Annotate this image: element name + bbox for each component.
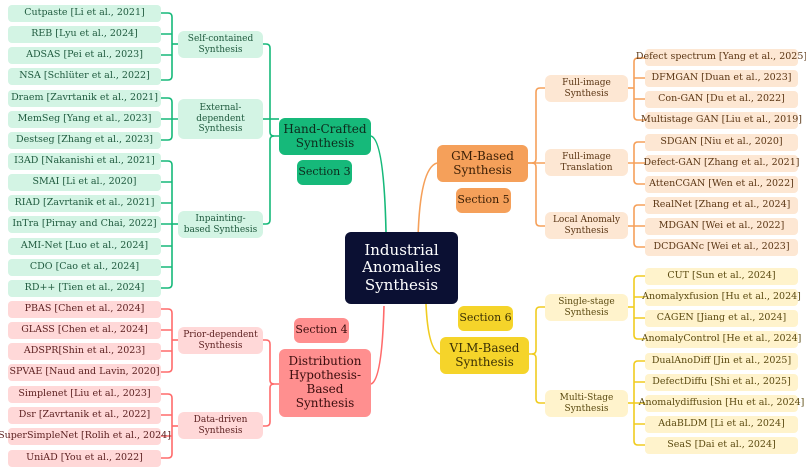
leaf-glass: GLASS [Chen et al., 2024] [8,322,161,339]
leaf-dsr: Dsr [Zavrtanik et al., 2022] [8,407,161,424]
leaf-smai: SMAI [Li et al., 2020] [8,174,161,191]
leaf-seas: SeaS [Dai et al., 2024] [645,437,798,454]
leaf-anomalydiffusion: Anomalydiffusion [Hu et al., 2024] [639,395,804,412]
leaf-cut: CUT [Sun et al., 2024] [645,268,798,285]
leaf-spvae: SPVAE [Naud and Lavin, 2020] [8,364,161,381]
leaf-sdgan: SDGAN [Niu et al., 2020] [645,134,798,151]
group-single-stage: Single-stage Synthesis [545,294,628,321]
leaf-reb: REB [Lyu et al., 2024] [8,26,161,43]
leaf-riad: RIAD [Zavrtanik et al., 2021] [8,195,161,212]
group-full-image-translation: Full-image Translation [545,149,628,176]
branch-distribution-hypothesis: Distribution Hypothesis-Based Synthesis [279,349,371,417]
section-4-label: Section 4 [294,318,349,343]
group-external-dependent: External-dependent Synthesis [178,99,263,139]
leaf-memseg: MemSeg [Yang et al., 2023] [8,111,161,128]
leaf-anomalycontrol: AnomalyControl [He et al., 2024] [642,331,801,348]
section-3-label: Section 3 [297,160,352,185]
leaf-multistage-gan: Multistage GAN [Liu et al., 2019] [641,112,802,129]
group-inpainting-based: Inpainting-based Synthesis [178,211,263,238]
branch-hand-crafted: Hand-Crafted Synthesis [279,118,371,155]
group-prior-dependent: Prior-dependent Synthesis [178,327,263,354]
leaf-intra: InTra [Pirnay and Chai, 2022] [8,216,161,233]
leaf-supersimplenet: SuperSimpleNet [Rolih et al., 2024] [0,428,171,445]
leaf-con-gan: Con-GAN [Du et al., 2022] [645,91,798,108]
group-self-contained: Self-contained Synthesis [178,31,263,58]
leaf-nsa: NSA [Schlüter et al., 2022] [8,68,161,85]
leaf-pbas: PBAS [Chen et al., 2024] [8,301,161,318]
leaf-draem: Draem [Zavrtanik et al., 2021] [8,90,161,107]
leaf-adabldm: AdaBLDM [Li et al., 2024] [645,416,798,433]
leaf-cdo: CDO [Cao et al., 2024] [8,259,161,276]
branch-vlm-based: VLM-Based Synthesis [440,337,529,374]
leaf-dualanodiff: DualAnoDiff [Jin et al., 2025] [645,353,798,370]
section-5-label: Section 5 [456,188,511,213]
group-data-driven: Data-driven Synthesis [178,412,263,439]
leaf-realnet: RealNet [Zhang et al., 2024] [645,197,798,214]
leaf-adsas: ADSAS [Pei et al., 2023] [8,47,161,64]
leaf-mdgan: MDGAN [Wei et al., 2022] [645,218,798,235]
leaf-cagen: CAGEN [Jiang et al., 2024] [645,310,798,327]
group-local-anomaly-synthesis: Local Anomaly Synthesis [545,212,628,239]
leaf-defect-spectrum: Defect spectrum [Yang et al., 2025] [636,49,806,66]
leaf-destseg: Destseg [Zhang et al., 2023] [8,132,161,149]
leaf-defectdiffu: DefectDiffu [Shi et al., 2025] [645,374,798,391]
central-topic: Industrial Anomalies Synthesis [345,232,458,304]
leaf-dfmgan: DFMGAN [Duan et al., 2023] [645,70,798,87]
leaf-ami-net: AMI-Net [Luo et al., 2024] [8,238,161,255]
branch-gm-based: GM-Based Synthesis [437,145,528,182]
leaf-uniad: UniAD [You et al., 2022] [8,450,161,467]
leaf-adspr: ADSPR[Shin et al., 2023] [8,343,161,360]
leaf-anomalyxfusion: Anomalyxfusion [Hu et al., 2024] [642,289,801,306]
leaf-cutpaste: Cutpaste [Li et al., 2021] [8,5,161,22]
leaf-i3ad: I3AD [Nakanishi et al., 2021] [8,153,161,170]
leaf-attencgan: AttenCGAN [Wen et al., 2022] [645,176,798,193]
group-full-image-synthesis: Full-image Synthesis [545,75,628,102]
leaf-simplenet: Simplenet [Liu et al., 2023] [8,386,161,403]
section-6-label: Section 6 [458,306,513,331]
leaf-dcdganc: DCDGANc [Wei et al., 2023] [645,239,798,256]
leaf-rdpp: RD++ [Tien et al., 2024] [8,280,161,297]
leaf-defect-gan: Defect-GAN [Zhang et al., 2021] [644,155,799,172]
group-multi-stage: Multi-Stage Synthesis [545,390,628,417]
